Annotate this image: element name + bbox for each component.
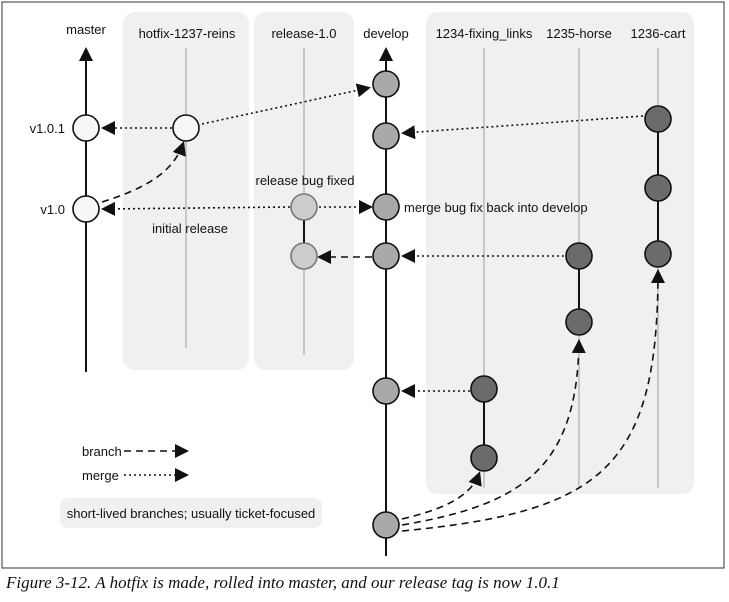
tag-v10: v1.0 bbox=[40, 202, 65, 217]
branch-title-cart: 1236-cart bbox=[631, 26, 686, 41]
branch-title-fixing-links: 1234-fixing_links bbox=[436, 26, 533, 41]
branch-title-hotfix: hotfix-1237-reins bbox=[139, 26, 236, 41]
feature-lanes-panel bbox=[426, 12, 694, 494]
figure-caption: Figure 3-12. A hotfix is made, rolled in… bbox=[6, 573, 560, 592]
legend-note-text: short-lived branches; usually ticket-foc… bbox=[67, 506, 316, 521]
branch-title-release: release-1.0 bbox=[271, 26, 336, 41]
develop-commit-3 bbox=[372, 193, 400, 221]
branch-title-horse: 1235-horse bbox=[546, 26, 612, 41]
develop-commit-2 bbox=[372, 122, 400, 150]
hotfix-commit bbox=[172, 114, 200, 142]
annotation-release-bug-fixed: release bug fixed bbox=[255, 173, 354, 188]
develop-commit-1 bbox=[372, 70, 400, 98]
branch-develop-to-cart bbox=[401, 269, 665, 532]
release-commit-fix bbox=[290, 193, 318, 221]
cart-commit-2 bbox=[644, 174, 672, 202]
release-commit-start bbox=[290, 242, 318, 270]
branch-develop-to-horse bbox=[401, 339, 586, 526]
master-commit-v10 bbox=[72, 195, 100, 223]
branch-master-to-hotfix bbox=[101, 141, 186, 203]
fixing-links-commit-2 bbox=[470, 444, 498, 472]
master-commit-v101 bbox=[72, 114, 100, 142]
legend-note-panel bbox=[60, 498, 322, 528]
develop-commit-5 bbox=[372, 377, 400, 405]
legend-branch-label: branch bbox=[82, 444, 122, 459]
fixing-links-commit-1 bbox=[470, 375, 498, 403]
tag-v101: v1.0.1 bbox=[30, 121, 65, 136]
horse-commit-2 bbox=[565, 308, 593, 336]
cart-commit-1 bbox=[644, 105, 672, 133]
merge-release-to-master bbox=[101, 201, 291, 216]
cart-commit-3 bbox=[644, 240, 672, 268]
annotation-initial-release: initial release bbox=[152, 221, 228, 236]
horse-commit-1 bbox=[565, 242, 593, 270]
legend-merge-label: merge bbox=[82, 468, 119, 483]
develop-commit-6 bbox=[372, 511, 400, 539]
branch-title-develop: develop bbox=[363, 26, 409, 41]
branch-develop-to-fixing-links bbox=[401, 471, 482, 520]
annotation-merge-bug-fix: merge bug fix back into develop bbox=[404, 200, 588, 215]
merge-hotfix-to-develop bbox=[201, 83, 371, 125]
branch-title-master: master bbox=[66, 22, 106, 37]
develop-commit-4 bbox=[372, 242, 400, 270]
